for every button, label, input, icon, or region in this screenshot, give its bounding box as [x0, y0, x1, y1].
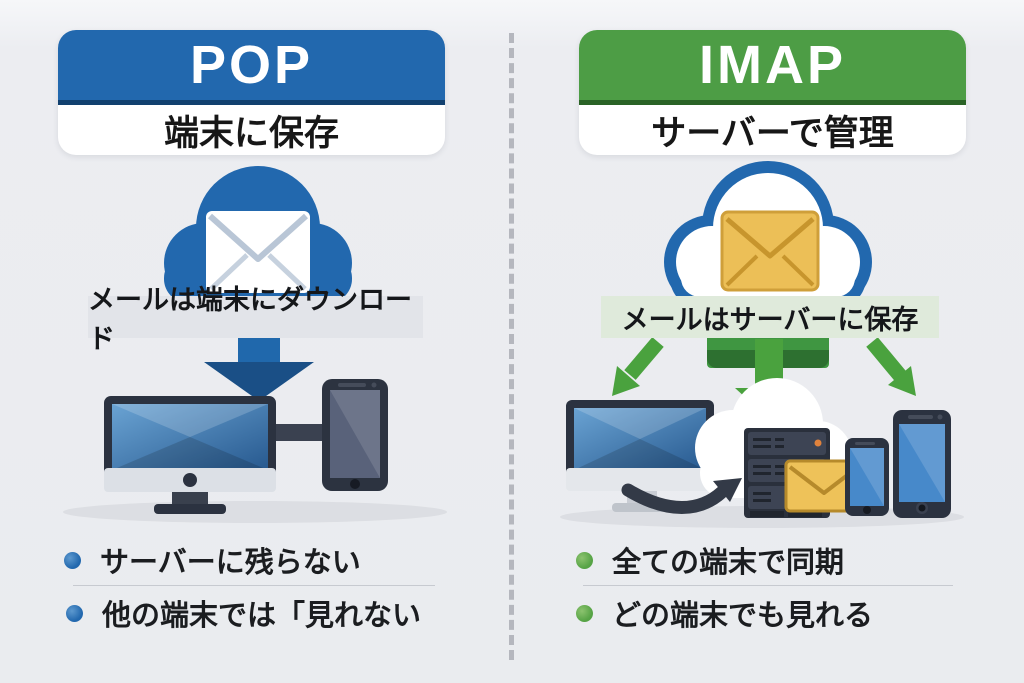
imap-bullet-2: どの端末でも見れる — [576, 597, 873, 632]
bullet-dot-icon — [66, 604, 83, 622]
imap-store-arrow-icon — [621, 478, 742, 514]
imap-subtitle: サーバーで管理 — [651, 113, 894, 153]
pop-title-bar: POP — [58, 30, 445, 105]
imap-title: IMAP — [699, 35, 846, 95]
pop-download-arrow-icon — [204, 338, 314, 401]
column-divider — [509, 33, 514, 660]
pop-caption: メールは端末にダウンロード — [88, 285, 412, 354]
pop-bullet-2-label: 他の端末では「見れない — [102, 600, 422, 632]
bullet-dot-icon — [64, 551, 81, 569]
pop-bullet-1-label: サーバーに残らない — [100, 547, 361, 579]
imap-bullet-2-label: どの端末でも見れる — [612, 600, 874, 632]
pop-bullet-divider — [73, 585, 435, 586]
pop-subtitle: 端末に保存 — [163, 113, 339, 153]
pop-desktop-icon — [104, 396, 276, 514]
imap-title-bar: IMAP — [579, 30, 966, 105]
imap-bullet-1: 全ての端末で同期 — [576, 544, 844, 579]
bullet-dot-icon — [576, 604, 593, 622]
imap-bullet-1-label: 全ての端末で同期 — [612, 547, 845, 579]
imap-bullet-divider — [583, 585, 953, 586]
pop-header-card: POP 端末に保存 — [58, 30, 445, 155]
pop-devices-shadow — [63, 501, 447, 523]
imap-phone-icon — [845, 438, 889, 516]
imap-tablet-icon — [893, 410, 951, 518]
imap-caption: メールはサーバーに保存 — [621, 304, 919, 335]
pop-title: POP — [189, 35, 314, 95]
pop-bullet-1: サーバーに残らない — [64, 544, 361, 579]
imap-cloud-mail-icon — [664, 161, 872, 309]
imap-mail-server-icon — [744, 428, 864, 518]
pop-bullet-2: 他の端末では「見れない — [66, 597, 421, 632]
pop-phone-icon — [322, 379, 388, 491]
pop-cloud-mail-icon — [164, 166, 352, 340]
imap-header-card: IMAP サーバーで管理 — [579, 30, 966, 155]
pop-caption-band: メールは端末にダウンロード — [88, 285, 423, 354]
bullet-dot-icon — [576, 551, 593, 569]
imap-caption-band: メールはサーバーに保存 — [601, 296, 939, 338]
